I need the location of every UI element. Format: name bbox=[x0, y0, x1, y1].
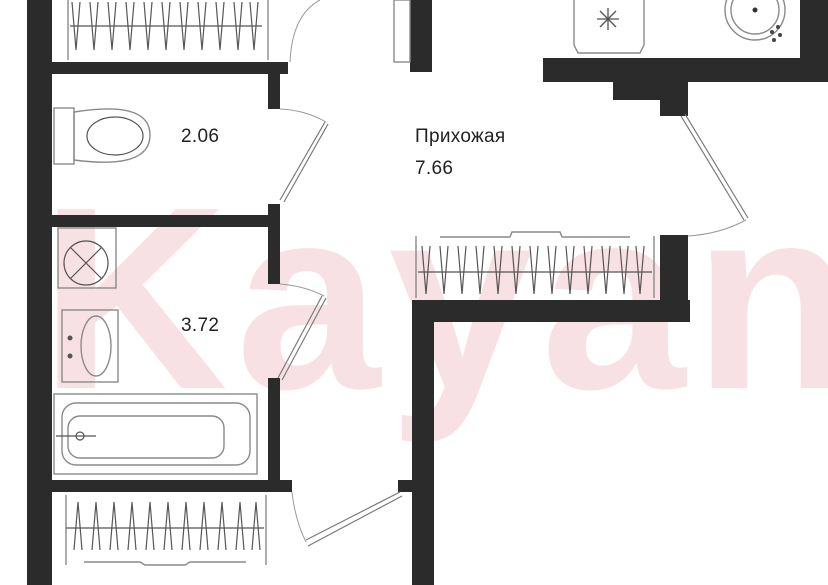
wall-top-wardrobe bbox=[52, 62, 288, 74]
kitchen-sink bbox=[724, 0, 786, 42]
outer-wall-left bbox=[27, 0, 52, 585]
door-arc-bathroom bbox=[279, 283, 325, 297]
wall-kitchen-right bbox=[800, 0, 828, 82]
door-arc-entry bbox=[687, 219, 747, 237]
toilet-bowl bbox=[53, 107, 151, 165]
room-name-hallway: Прихожая bbox=[415, 126, 506, 147]
door-bathroom bbox=[277, 295, 327, 381]
wall-bath-bottom bbox=[52, 480, 292, 492]
wall-toilet-right-top bbox=[268, 74, 280, 109]
wall-top-column bbox=[410, 0, 432, 72]
wardrobe-top bbox=[67, 0, 269, 60]
wardrobe-bottom bbox=[65, 495, 267, 566]
door-bottom bbox=[305, 491, 403, 547]
wardrobe-hallway bbox=[415, 231, 655, 298]
closet-door-top bbox=[393, 0, 411, 63]
room-area-hallway: 7.66 bbox=[415, 158, 454, 179]
bathtub bbox=[53, 393, 258, 475]
wall-toilet-right-bottom bbox=[268, 204, 280, 284]
wall-hall-horizontal bbox=[412, 300, 690, 322]
wall-hall-vertical bbox=[412, 300, 434, 585]
door-arc-bottom bbox=[291, 491, 307, 543]
door-entry bbox=[680, 113, 749, 221]
wall-hall-right-post bbox=[660, 235, 688, 305]
room-area-bathroom: 3.72 bbox=[181, 315, 220, 336]
washing-machine bbox=[57, 227, 117, 289]
wall-toilet-bottom bbox=[52, 215, 280, 227]
sink-bathroom bbox=[61, 309, 119, 383]
wall-bath-right bbox=[268, 378, 280, 483]
wall-bottom-stub bbox=[398, 480, 412, 492]
door-arc-top bbox=[289, 0, 321, 63]
wall-kitchen-step2 bbox=[660, 80, 688, 116]
stove bbox=[573, 0, 645, 54]
wall-kitchen-bottom bbox=[543, 58, 828, 82]
door-toilet bbox=[279, 121, 329, 203]
door-arc-toilet bbox=[279, 108, 327, 123]
room-area-toilet: 2.06 bbox=[181, 126, 220, 147]
